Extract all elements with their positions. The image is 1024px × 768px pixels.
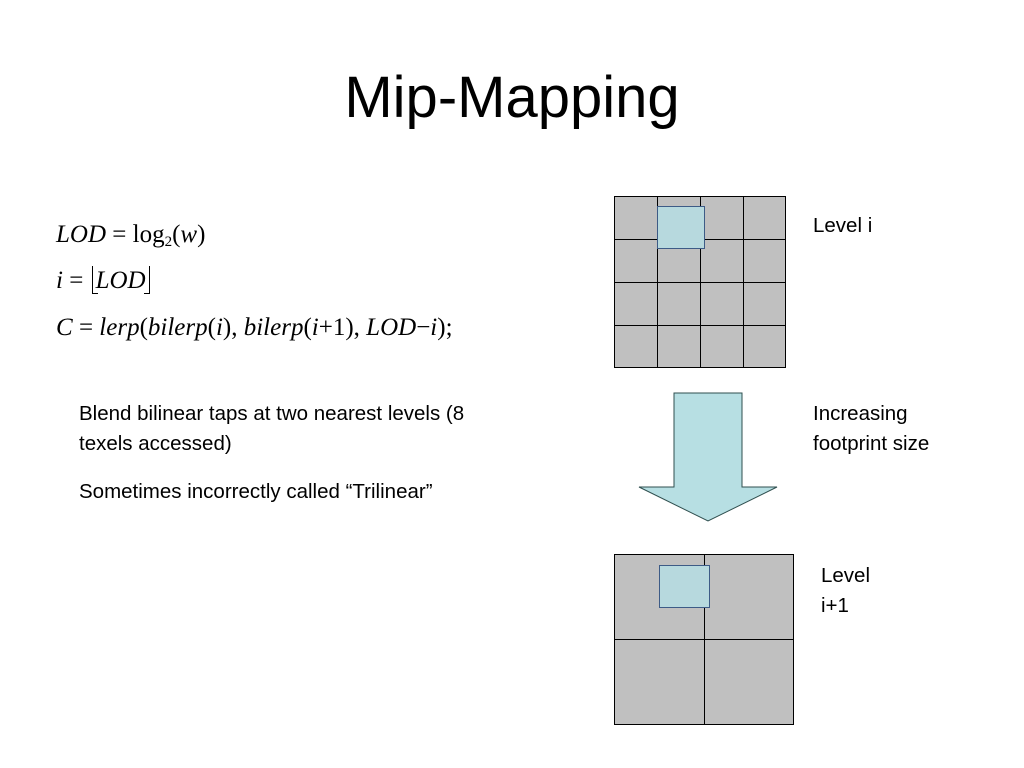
formula-i-op: = xyxy=(69,267,84,294)
formula-c-plus: +1), xyxy=(318,314,360,341)
formula-c-v1: i xyxy=(215,314,223,341)
formula-c-v2: i xyxy=(311,314,319,341)
sometimes-text: Sometimes incorrectly called “Trilinear” xyxy=(79,480,433,503)
slide-title: Mip-Mapping xyxy=(344,65,680,130)
formula-c-a2: ( xyxy=(303,314,312,341)
floor-right-bracket xyxy=(143,266,152,294)
formula-c-lhs: C xyxy=(56,314,73,341)
grid-line xyxy=(615,325,785,326)
formula-lod-lhs: LOD xyxy=(56,221,107,248)
formula-lod-sub: 2 xyxy=(164,234,173,250)
formula-lod-close: ) xyxy=(197,221,206,248)
formula-c-a1: ( xyxy=(207,314,216,341)
down-arrow-shape xyxy=(638,392,778,522)
formula-c-p1: ( xyxy=(139,314,148,341)
formula-c-lod: LOD xyxy=(366,314,417,341)
formula-c-op: = xyxy=(78,314,94,341)
formula-c-bilerp2: bilerp xyxy=(243,314,304,341)
floor-left-bracket xyxy=(90,266,98,294)
formula-c-bilerp1: bilerp xyxy=(147,314,208,341)
formula-lod-arg: w xyxy=(180,221,198,248)
grid-line xyxy=(615,282,785,283)
formula-c-c1: ), xyxy=(222,314,238,341)
formula-lod-op: = xyxy=(112,221,127,248)
level-i-label: Level i xyxy=(813,214,873,237)
formula-lod-fn: log xyxy=(132,221,165,248)
formula-i-lhs: i xyxy=(56,267,63,294)
formula-c-lerp: lerp xyxy=(99,314,140,341)
formula-lod-open: ( xyxy=(172,221,181,248)
formula-c: C = lerp(bilerp(i), bilerp(i+1), LOD−i); xyxy=(56,313,453,343)
formula-i: i = LOD xyxy=(56,266,152,296)
down-arrow-icon xyxy=(638,392,778,522)
formula-lod: LOD = log2(w) xyxy=(56,220,205,257)
formula-i-inner: LOD xyxy=(95,267,146,294)
increasing-footprint-label: Increasing footprint size xyxy=(813,402,930,455)
formula-c-end: ); xyxy=(437,314,453,341)
formula-c-v3: i xyxy=(430,314,438,341)
level-i-footprint xyxy=(657,206,705,249)
grid-line xyxy=(615,639,793,640)
blend-text: Blend bilinear taps at two nearest level… xyxy=(79,402,465,455)
formula-c-minus: − xyxy=(416,314,431,341)
level-i1-footprint xyxy=(659,565,710,608)
level-i1-label: Level i+1 xyxy=(821,564,871,617)
